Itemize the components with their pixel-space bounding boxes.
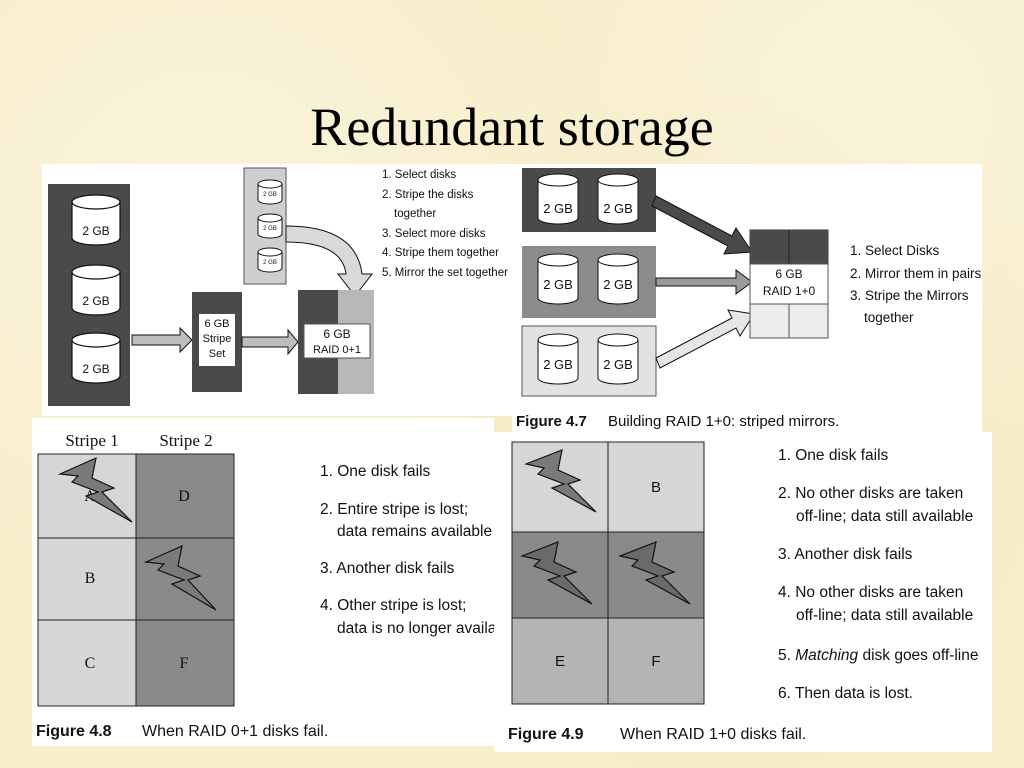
step-text: 1. One disk fails [320, 463, 431, 480]
step-text: 2. Stripe the disks [382, 189, 474, 201]
arrow-right-icon [241, 328, 299, 356]
figure-caption: When RAID 1+0 disks fail. [620, 726, 806, 743]
disk-label: 2 GB [543, 357, 573, 372]
disk-label: 2 GB [82, 362, 109, 376]
lightning-bolt-icon [523, 449, 597, 513]
disk-cylinder-icon [537, 253, 579, 305]
lightning-bolt-icon [617, 541, 691, 605]
disk-label: 2 GB [543, 201, 573, 216]
disk-label: 2 GB [82, 224, 109, 238]
step-text: 3. Another disk fails [320, 560, 455, 577]
step-text: 1. Select disks [382, 169, 456, 181]
step-rest: disk goes off-line [858, 647, 978, 664]
figure-number: Figure 4.8 [36, 723, 112, 740]
stripe-header: Stripe 2 [159, 431, 212, 450]
figure-caption: When RAID 0+1 disks fail. [142, 723, 328, 740]
disk-label: 2 GB [82, 294, 109, 308]
stripe-set-label: 6 GB [204, 318, 229, 330]
step-text: 3. Stripe the Mirrors [850, 288, 969, 303]
raid-label: RAID 0+1 [313, 344, 361, 356]
step-emphasis: Matching [795, 647, 858, 664]
step-text: together [864, 310, 914, 325]
step-text: 1. One disk fails [778, 447, 889, 464]
step-text: data remains available [337, 523, 492, 540]
step-text: 5. Mirror the set together [382, 267, 508, 279]
raid01-build-diagram: 2 GB 2 GB 2 GB 6 GB Stripe Set [48, 167, 508, 406]
disk-label: 2 GB [603, 277, 633, 292]
disk-cylinder-icon [537, 173, 579, 225]
lightning-bolt-icon [57, 456, 133, 523]
step-text: together [394, 208, 436, 220]
figure-number: Figure 4.9 [508, 726, 584, 743]
step-text: 3. Another disk fails [778, 546, 913, 563]
raid-label: RAID 1+0 [763, 284, 816, 298]
step-text: 2. Entire stripe is lost; [320, 501, 468, 518]
figure-caption: Building RAID 1+0: striped mirrors. [608, 413, 839, 430]
step-text: 3. Select more disks [382, 228, 486, 240]
small-disk-label: 2 GB [263, 226, 277, 232]
cell-label: F [651, 653, 660, 670]
step-text: 6. Then data is lost. [778, 685, 913, 702]
cell-label: E [555, 653, 565, 670]
figure-number: Figure 4.7 [516, 413, 587, 430]
disk-cylinder-icon [537, 333, 579, 385]
cell-label: F [180, 655, 189, 672]
step-text: 2. Mirror them in pairs [850, 266, 982, 281]
raid10-build-figure: 2 GB 2 GB 2 GB 2 GB 2 GB 2 GB 6 GB RAID … [512, 164, 982, 432]
fig48-figure: Stripe 1 Stripe 2 A D B C F 1. One disk … [32, 418, 494, 746]
disk-cylinder-icon [257, 179, 283, 205]
disk-label: 2 GB [603, 201, 633, 216]
disk-cylinder-icon [71, 264, 121, 316]
step-text: off-line; data still available [796, 607, 973, 624]
arrow-right-icon [131, 326, 193, 354]
small-disk-label: 2 GB [263, 260, 277, 266]
disk-label: 2 GB [543, 277, 573, 292]
grid-cell [135, 619, 235, 707]
stripe-set-label: Set [209, 348, 226, 360]
stripe-set-label: Stripe [203, 333, 232, 345]
step-text: 4. No other disks are taken [778, 584, 963, 601]
step-text: 4. Stripe them together [382, 247, 499, 259]
step-text: 1. Select Disks [850, 243, 940, 258]
disk-cylinder-icon [597, 173, 639, 225]
grid-cell [37, 537, 137, 621]
disk-cylinder-icon [257, 247, 283, 273]
raid01-build-figure: 2 GB 2 GB 2 GB 6 GB Stripe Set [42, 164, 512, 416]
grid-cell [135, 453, 235, 539]
stripe-header: Stripe 1 [65, 431, 118, 450]
arrow-right-icon [655, 309, 755, 369]
lightning-bolt-icon [143, 544, 217, 611]
grid-cell [37, 619, 137, 707]
raid-label: 6 GB [323, 327, 350, 341]
disk-cylinder-icon [71, 194, 121, 246]
fig49-diagram: B E F 1. One disk fails 2. No other disk… [508, 441, 978, 743]
raid10-build-diagram: 2 GB 2 GB 2 GB 2 GB 2 GB 2 GB 6 GB RAID … [516, 168, 982, 430]
cell-label: D [178, 488, 190, 505]
step-text: data is no longer availa [337, 620, 494, 637]
cell-label: C [85, 655, 96, 672]
step-text: 4. Other stripe is lost; [320, 597, 466, 614]
fig49-figure: B E F 1. One disk fails 2. No other disk… [494, 432, 992, 752]
grid-cell [511, 617, 609, 705]
step-text: 5. Matching disk goes off-line [778, 647, 978, 664]
disk-cylinder-icon [597, 333, 639, 385]
grid-cell [607, 617, 705, 705]
arrow-right-icon [655, 269, 753, 295]
disk-label: 2 GB [603, 357, 633, 372]
arrow-right-icon [651, 195, 753, 255]
disk-cylinder-icon [257, 213, 283, 239]
disk-cylinder-icon [597, 253, 639, 305]
fig48-diagram: Stripe 1 Stripe 2 A D B C F 1. One disk … [36, 431, 494, 740]
step-text: off-line; data still available [796, 508, 973, 525]
arrow-curved-icon [285, 225, 374, 297]
slide-title: Redundant storage [310, 97, 714, 157]
step-text: 2. No other disks are taken [778, 485, 963, 502]
raid-label: 6 GB [775, 267, 802, 281]
disk-cylinder-icon [71, 332, 121, 384]
lightning-bolt-icon [519, 541, 593, 605]
cell-label: B [85, 570, 96, 587]
cell-label: B [651, 479, 661, 496]
small-disk-label: 2 GB [263, 192, 277, 198]
